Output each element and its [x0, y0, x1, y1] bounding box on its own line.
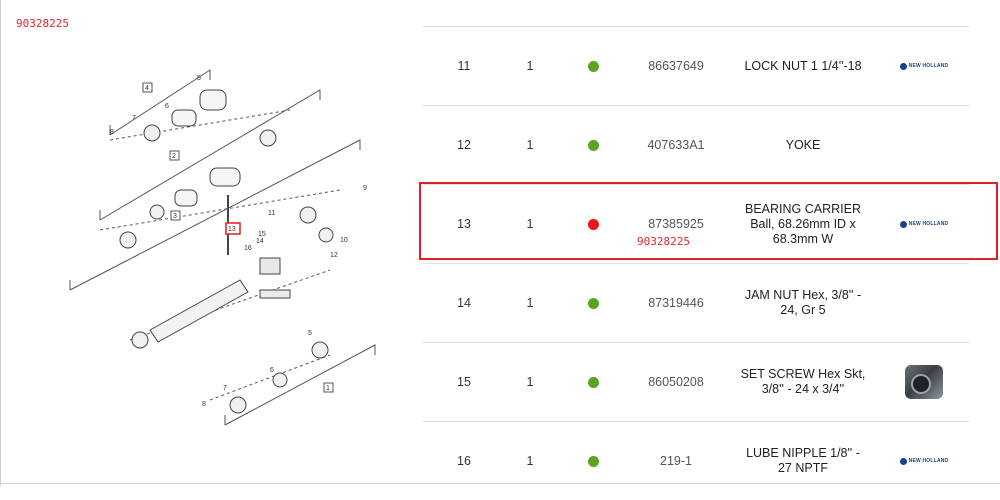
- quantity: 1: [526, 454, 534, 468]
- label-14: 14: [256, 238, 264, 245]
- part-description: YOKE: [785, 137, 821, 152]
- label-8: 8: [110, 129, 114, 136]
- item-number: 12: [457, 138, 471, 152]
- label-7b: 7: [223, 385, 227, 392]
- part-number[interactable]: 219-1: [660, 454, 692, 468]
- brand-logo: NEW HOLLAND: [895, 185, 953, 263]
- quantity: 1: [526, 138, 534, 152]
- part-number[interactable]: 86637649: [648, 59, 704, 73]
- availability-indicator: [581, 106, 605, 184]
- quantity: 1: [526, 375, 534, 389]
- new-holland-logo-icon: [899, 457, 907, 465]
- part-number[interactable]: 407633A1: [647, 138, 705, 152]
- item-number: 15: [457, 375, 471, 389]
- callout-4: 4: [145, 85, 149, 92]
- part-description: LUBE NIPPLE 1/8'' - 27 NPTF: [746, 446, 860, 475]
- label-6: 6: [165, 103, 169, 110]
- item-number: 11: [457, 59, 471, 73]
- new-holland-logo-icon: [899, 62, 907, 70]
- part-description: LOCK NUT 1 1/4''-18: [744, 58, 862, 73]
- brand-logo: NEW HOLLAND: [895, 422, 953, 500]
- label-5: 5: [197, 75, 201, 82]
- part-description: JAM NUT Hex, 3/8'' - 24, Gr 5: [744, 288, 862, 317]
- row-reference-number: 90328225: [637, 235, 690, 248]
- left-border: [0, 0, 1, 486]
- selected-row-highlight: [419, 182, 998, 260]
- label-10: 10: [340, 237, 348, 244]
- availability-indicator: [581, 27, 605, 105]
- item-number: 14: [457, 296, 471, 310]
- table-row[interactable]: 11 1 86637649 LOCK NUT 1 1/4''-18 NEW HO…: [423, 26, 969, 105]
- item-number: 13: [457, 217, 471, 231]
- exploded-parts-diagram: 4 2 3 1 13 8 7 6 5 15 14 16 11 10 12 9 8…: [69, 69, 376, 426]
- callout-3: 3: [173, 213, 177, 220]
- label-12: 12: [330, 252, 338, 259]
- part-thumbnail[interactable]: [895, 343, 953, 421]
- part-number[interactable]: 87319446: [648, 296, 704, 310]
- item-number: 16: [457, 454, 471, 468]
- callout-1: 1: [326, 385, 330, 392]
- brand-logo: [895, 106, 953, 184]
- label-15: 15: [258, 231, 266, 238]
- table-row[interactable]: 12 1 407633A1 YOKE: [423, 105, 969, 184]
- part-description: BEARING CARRIER Ball, 68.26mm ID x 68.3m…: [745, 201, 861, 246]
- quantity: 1: [526, 59, 534, 73]
- part-number[interactable]: 87385925: [648, 217, 704, 231]
- label-8b: 8: [202, 401, 206, 408]
- part-number[interactable]: 86050208: [648, 375, 704, 389]
- parts-table: 11 1 86637649 LOCK NUT 1 1/4''-18 NEW HO…: [423, 26, 969, 500]
- table-row[interactable]: 15 1 86050208 SET SCREW Hex Skt, 3/8'' -…: [423, 342, 969, 421]
- quantity: 1: [526, 296, 534, 310]
- bottom-border: [0, 483, 1000, 484]
- quantity: 1: [526, 217, 534, 231]
- availability-indicator: [581, 185, 605, 263]
- callout-2: 2: [172, 153, 176, 160]
- new-holland-logo-icon: [899, 220, 907, 228]
- label-6b: 6: [270, 367, 274, 374]
- label-5b: 5: [308, 330, 312, 337]
- label-7: 7: [132, 115, 136, 122]
- availability-indicator: [581, 343, 605, 421]
- table-row[interactable]: 14 1 87319446 JAM NUT Hex, 3/8'' - 24, G…: [423, 263, 969, 342]
- part-description: SET SCREW Hex Skt, 3/8'' - 24 x 3/4'': [740, 367, 866, 396]
- availability-indicator: [581, 422, 605, 500]
- table-row[interactable]: 16 1 219-1 LUBE NIPPLE 1/8'' - 27 NPTF N…: [423, 421, 969, 500]
- brand-logo: NEW HOLLAND: [895, 27, 953, 105]
- label-16: 16: [244, 245, 252, 252]
- brand-logo: [895, 264, 953, 342]
- label-9: 9: [363, 185, 367, 192]
- table-row-selected[interactable]: 13 1 87385925 BEARING CARRIER Ball, 68.2…: [423, 184, 969, 263]
- callout-13: 13: [228, 226, 236, 233]
- reference-number: 90328225: [16, 17, 69, 30]
- availability-indicator: [581, 264, 605, 342]
- label-11: 11: [268, 210, 275, 217]
- set-screw-image-icon: [905, 365, 943, 399]
